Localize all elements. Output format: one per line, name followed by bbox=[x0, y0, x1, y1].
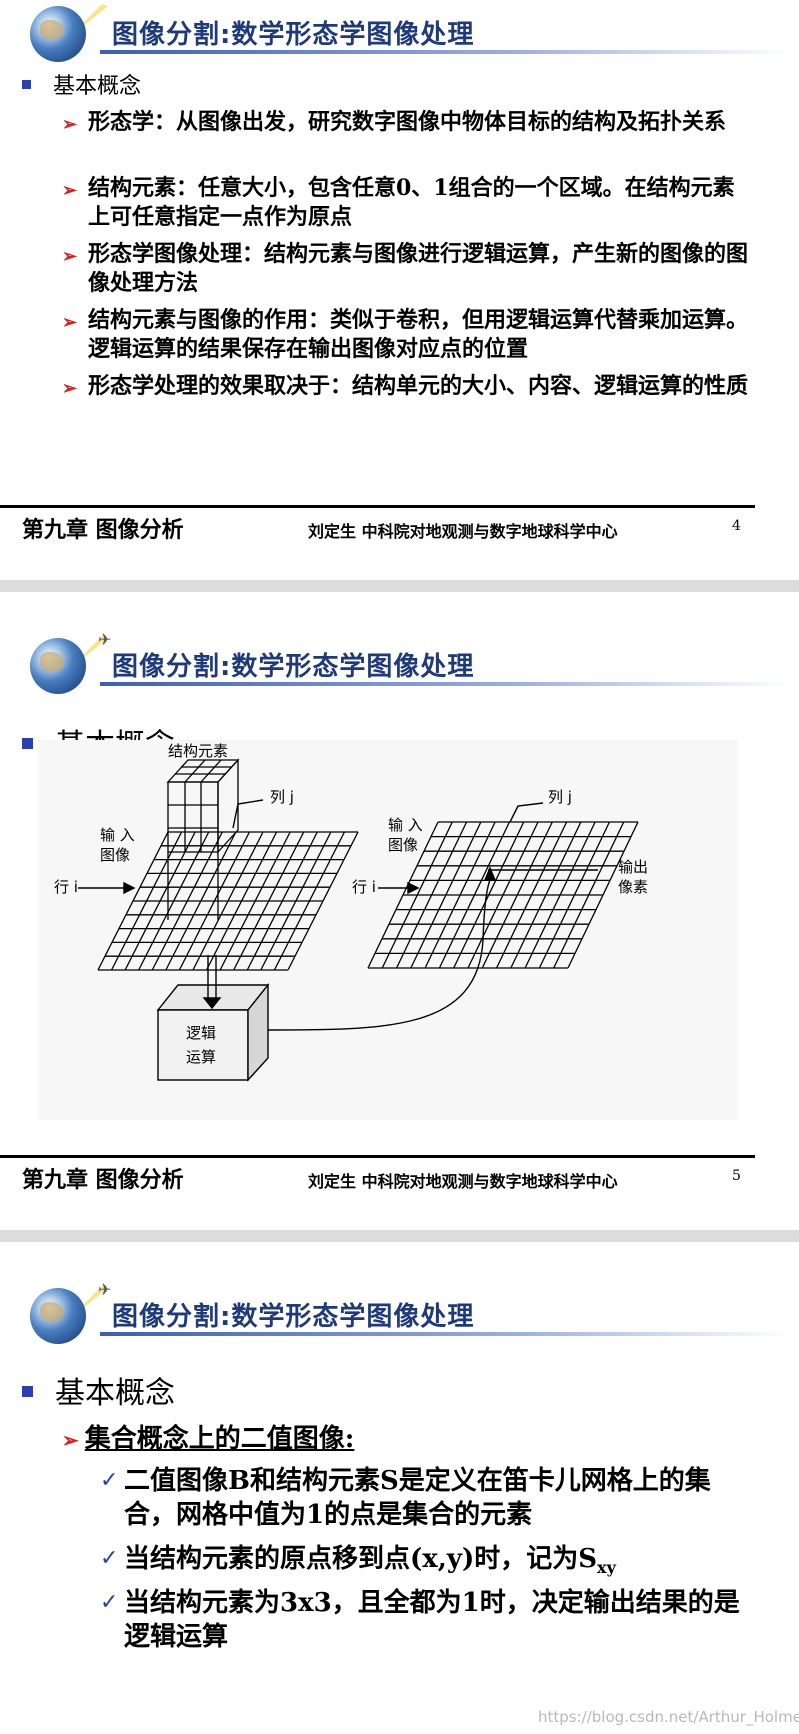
bullet-item: ➢ 结构元素与图像的作用：类似于卷积，但用逻辑运算代替乘加运算。逻辑运算的结果保… bbox=[62, 307, 749, 362]
arrow-bullet-icon: ➢ bbox=[62, 114, 78, 135]
label-logic-operation: 逻辑 bbox=[186, 1024, 216, 1042]
svg-text:像素: 像素 bbox=[618, 878, 648, 896]
footer-author: 刘定生 中科院对地观测与数字地球科学中心 bbox=[308, 1172, 618, 1191]
svg-text:图像: 图像 bbox=[100, 846, 130, 864]
output-grid-right bbox=[367, 821, 639, 969]
slide-title: 图像分割:数学形态学图像处理 bbox=[112, 652, 475, 682]
label-row-right: 行 i bbox=[352, 878, 376, 896]
bullet-item: ➢ 形态学：从图像出发，研究数字图像中物体目标的结构及拓扑关系 bbox=[62, 108, 752, 137]
check-icon: ✓ bbox=[100, 1590, 119, 1615]
list-item: ✓ 二值图像B和结构元素S是定义在笛卡儿网格上的集合，网格中值为1的点是集合的元… bbox=[100, 1466, 711, 1530]
subheading-binary-image: ➢集合概念上的二值图像: bbox=[62, 1424, 355, 1454]
label-structuring-element: 结构元素 bbox=[168, 742, 228, 760]
square-bullet-icon bbox=[22, 737, 33, 749]
arrow-bullet-icon: ➢ bbox=[62, 180, 78, 201]
bullet-item: ➢ 形态学处理的效果取决于：结构单元的大小、内容、逻辑运算的性质 bbox=[62, 372, 752, 401]
globe-icon bbox=[30, 6, 86, 62]
slide-6: ✈ 图像分割:数学形态学图像处理 基本概念 ➢集合概念上的二值图像: ✓ 二值图… bbox=[0, 1242, 799, 1734]
slide-separator bbox=[0, 580, 799, 592]
page-number: 5 bbox=[732, 1168, 741, 1184]
title-underline bbox=[100, 682, 790, 686]
arrow-bullet-icon: ➢ bbox=[62, 378, 78, 399]
globe-icon bbox=[30, 1288, 86, 1344]
subscript-xy: xy bbox=[597, 1558, 616, 1578]
heading-basic-concepts: 基本概念 bbox=[22, 1368, 175, 1412]
result-curve bbox=[267, 879, 491, 1031]
square-bullet-icon bbox=[22, 1385, 33, 1397]
arrow-bullet-icon: ➢ bbox=[62, 1428, 79, 1452]
slide-title: 图像分割:数学形态学图像处理 bbox=[112, 20, 475, 50]
bullet-item: ➢ 结构元素：任意大小，包含任意0、1组合的一个区域。在结构元素上可任意指定一点… bbox=[62, 175, 735, 230]
satellite-icon: ✈ bbox=[98, 1280, 112, 1299]
structuring-element-cube bbox=[166, 758, 240, 920]
slide-header: 图像分割:数学形态学图像处理 bbox=[0, 0, 799, 62]
title-underline bbox=[100, 50, 790, 54]
check-icon: ✓ bbox=[100, 1468, 119, 1493]
footer-divider bbox=[0, 505, 755, 508]
slide-separator bbox=[0, 1230, 799, 1242]
arrow-bullet-icon: ➢ bbox=[62, 312, 78, 333]
heading-basic-concepts: 基本概念 bbox=[22, 68, 141, 100]
label-input-image-left: 输 入 bbox=[100, 826, 135, 844]
svg-text:运算: 运算 bbox=[186, 1048, 216, 1066]
slide-title: 图像分割:数学形态学图像处理 bbox=[112, 1302, 475, 1332]
slide-5: ✈ 图像分割:数学形态学图像处理 基本概念 bbox=[0, 592, 799, 1230]
watermark: https://blog.csdn.net/Arthur_Holmes bbox=[538, 1708, 799, 1726]
footer-chapter: 第九章 图像分析 bbox=[22, 1167, 184, 1193]
logic-operation-box bbox=[156, 955, 270, 1082]
footer-author: 刘定生 中科院对地观测与数字地球科学中心 bbox=[308, 522, 618, 541]
svg-text:图像: 图像 bbox=[388, 836, 418, 854]
page-number: 4 bbox=[732, 518, 741, 534]
label-input-image-right: 输 入 bbox=[388, 816, 423, 834]
label-column-right: 列 j bbox=[548, 788, 572, 806]
label-output-pixel: 输出 bbox=[618, 858, 648, 876]
square-bullet-icon bbox=[22, 79, 31, 89]
footer-divider bbox=[0, 1155, 755, 1158]
satellite-icon: ✈ bbox=[98, 630, 112, 649]
slide-header: ✈ 图像分割:数学形态学图像处理 bbox=[0, 1280, 799, 1344]
title-underline bbox=[100, 1332, 790, 1336]
list-item: ✓ 当结构元素为3x3，且全都为1时，决定输出结果的是逻辑运算 bbox=[100, 1588, 740, 1652]
label-column-left: 列 j bbox=[270, 788, 294, 806]
footer-chapter: 第九章 图像分析 bbox=[22, 517, 184, 543]
label-row-left: 行 i bbox=[54, 878, 78, 896]
arrow-bullet-icon: ➢ bbox=[62, 246, 78, 267]
slide-header: ✈ 图像分割:数学形态学图像处理 bbox=[0, 630, 799, 694]
globe-icon bbox=[30, 638, 86, 694]
bullet-item: ➢ 形态学图像处理：结构元素与图像进行逻辑运算，产生新的图像的图像处理方法 bbox=[62, 241, 749, 296]
check-icon: ✓ bbox=[100, 1546, 119, 1571]
list-item: ✓ 当结构元素的原点移到点(x,y)时，记为Sxy bbox=[100, 1544, 616, 1578]
slide-4: 图像分割:数学形态学图像处理 基本概念 ➢ 形态学：从图像出发，研究数字图像中物… bbox=[0, 0, 799, 580]
input-grid-left bbox=[97, 831, 359, 971]
morphology-diagram: 结构元素 列 j 输 入 图像 行 i 逻辑 运算 输 入 图像 列 j 行 i… bbox=[38, 740, 738, 1120]
